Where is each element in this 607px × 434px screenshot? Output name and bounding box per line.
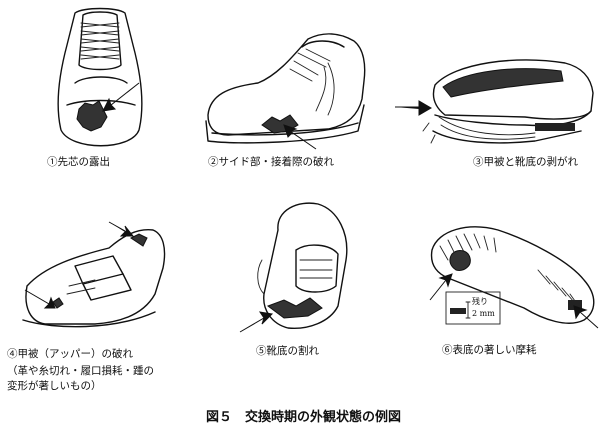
shoe-side-view-illustration bbox=[205, 33, 366, 150]
arrow-icon bbox=[573, 305, 599, 329]
panel-side-bond-tear: ②サイド部・接着際の破れ bbox=[198, 25, 373, 175]
shoe-top-view-illustration bbox=[57, 7, 143, 147]
outsole-wear-illustration: 残り 2 mm bbox=[429, 226, 599, 329]
arrow-icon bbox=[429, 273, 453, 301]
caption-2: ②サイド部・接着際の破れ bbox=[208, 156, 334, 168]
panel-toe-cap-exposure: ①先芯の露出 bbox=[45, 5, 155, 168]
upper-tear-mark bbox=[52, 297, 64, 309]
shoe-upper-tear-illustration bbox=[22, 221, 166, 328]
panel-upper-sole-separation: ③甲被と靴底の剥がれ bbox=[395, 45, 600, 175]
panel-sole-crack: ⑤靴底の割れ bbox=[238, 190, 363, 365]
caption-6: ⑥表底の著しい摩耗 bbox=[442, 344, 537, 356]
arrow-icon bbox=[283, 124, 317, 150]
caption-4: ④甲被（アッパー）の破れ bbox=[7, 348, 133, 360]
heel-collar-wear-mark bbox=[130, 233, 148, 247]
caption-5: ⑤靴底の割れ bbox=[256, 345, 319, 357]
arrow-icon bbox=[239, 311, 274, 333]
arrow-icon bbox=[395, 100, 432, 116]
figure-number: 図５ bbox=[205, 410, 232, 425]
sole-crack-mark bbox=[266, 297, 323, 319]
worn-area-mark bbox=[449, 250, 471, 271]
sole-separation-illustration bbox=[395, 59, 594, 144]
caption-4-note-line-1: （革や糸切れ・履口損耗・踵の bbox=[7, 365, 154, 377]
figure-caption: 図５ 交換時期の外観状態の例図 bbox=[0, 406, 607, 425]
exposed-toe-cap-mark bbox=[76, 100, 108, 132]
arrow-icon bbox=[24, 289, 56, 309]
inset-label-depth: 2 mm bbox=[472, 309, 495, 318]
arrow-icon bbox=[108, 221, 135, 237]
caption-4-note: （革や糸切れ・履口損耗・踵の 変形が著しいもの） bbox=[7, 364, 154, 393]
sole-crack-illustration bbox=[239, 202, 348, 333]
caption-3: ③甲被と靴底の剥がれ bbox=[473, 156, 578, 168]
caption-1: ①先芯の露出 bbox=[47, 156, 110, 168]
inset-callout: 残り 2 mm bbox=[445, 291, 501, 325]
panel-upper-tear: ④甲被（アッパー）の破れ （革や糸切れ・履口損耗・踵の 変形が著しいもの） bbox=[5, 212, 175, 402]
arrow-icon bbox=[102, 82, 140, 112]
panel-outsole-wear: 残り 2 mm ⑥表底の著しい摩耗 bbox=[428, 220, 603, 370]
caption-4-note-line-2: 変形が著しいもの） bbox=[7, 379, 102, 392]
inset-label-remaining: 残り bbox=[472, 296, 488, 306]
figure-title: 交換時期の外観状態の例図 bbox=[245, 410, 402, 425]
